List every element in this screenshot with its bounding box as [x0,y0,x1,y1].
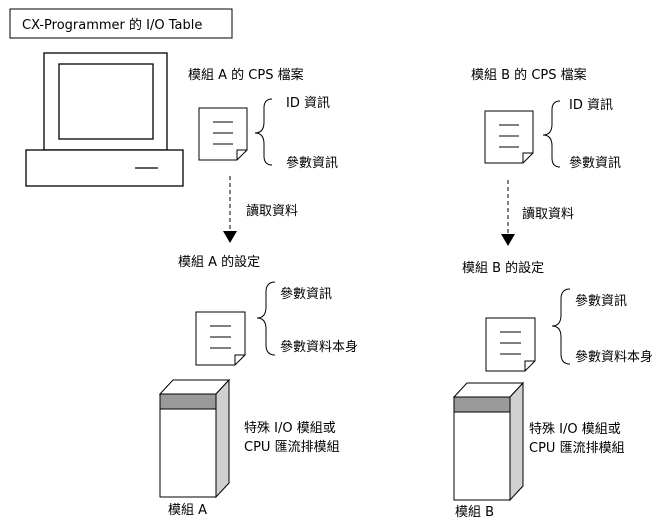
unit-a-cps-document-icon [198,107,248,161]
unit-b-settings-param-info: 參數資訊 [575,294,627,309]
unit-a-settings-param-data: 參數資料本身 [280,339,358,355]
unit-b-device-type-line1: 特殊 I/O 模組或 [529,422,621,437]
unit-a-settings-label: 模組 A 的設定 [178,254,260,270]
unit-a-cps-brace [254,98,273,166]
unit-a-module-device-icon [158,378,231,499]
unit-b-settings-label: 模組 B 的設定 [462,260,544,276]
unit-a-device-label: 模組 A [168,503,207,518]
unit-b-cps-file-label: 模組 B 的 CPS 檔案 [471,67,587,83]
unit-b-module-device-icon [452,381,525,502]
unit-a-settings-param-info: 參數資訊 [280,287,332,302]
unit-b-device-type-line2: CPU 匯流排模組 [529,441,625,456]
unit-b-param-info: 參數資訊 [569,156,621,171]
computer-icon [25,52,184,187]
unit-b-read-arrow [501,180,515,246]
unit-a-read-data-label: 讀取資料 [246,204,298,219]
unit-b-settings-document-icon [485,317,536,372]
unit-b-settings-param-data: 參數資料本身 [575,349,653,365]
unit-b-device-label: 模組 B [455,505,494,520]
unit-a-id-info: ID 資訊 [286,96,330,111]
unit-a-device-type-line2: CPU 匯流排模組 [244,440,340,455]
unit-a-read-arrow [223,176,237,243]
unit-b-read-data-label: 讀取資料 [522,207,574,222]
unit-b-id-info: ID 資訊 [569,98,613,113]
unit-b-settings-brace [551,288,571,365]
unit-a-cps-file-label: 模組 A 的 CPS 檔案 [188,67,304,83]
unit-a-device-type-line1: 特殊 I/O 模組或 [244,421,336,436]
unit-b-cps-brace [542,100,561,168]
unit-a-settings-brace [256,281,276,356]
unit-a-param-info: 參數資訊 [286,156,338,171]
title-text: CX-Programmer 的 I/O Table [22,17,202,33]
unit-b-cps-document-icon [484,110,534,164]
unit-a-settings-document-icon [195,311,246,366]
title-box: CX-Programmer 的 I/O Table [9,8,233,39]
